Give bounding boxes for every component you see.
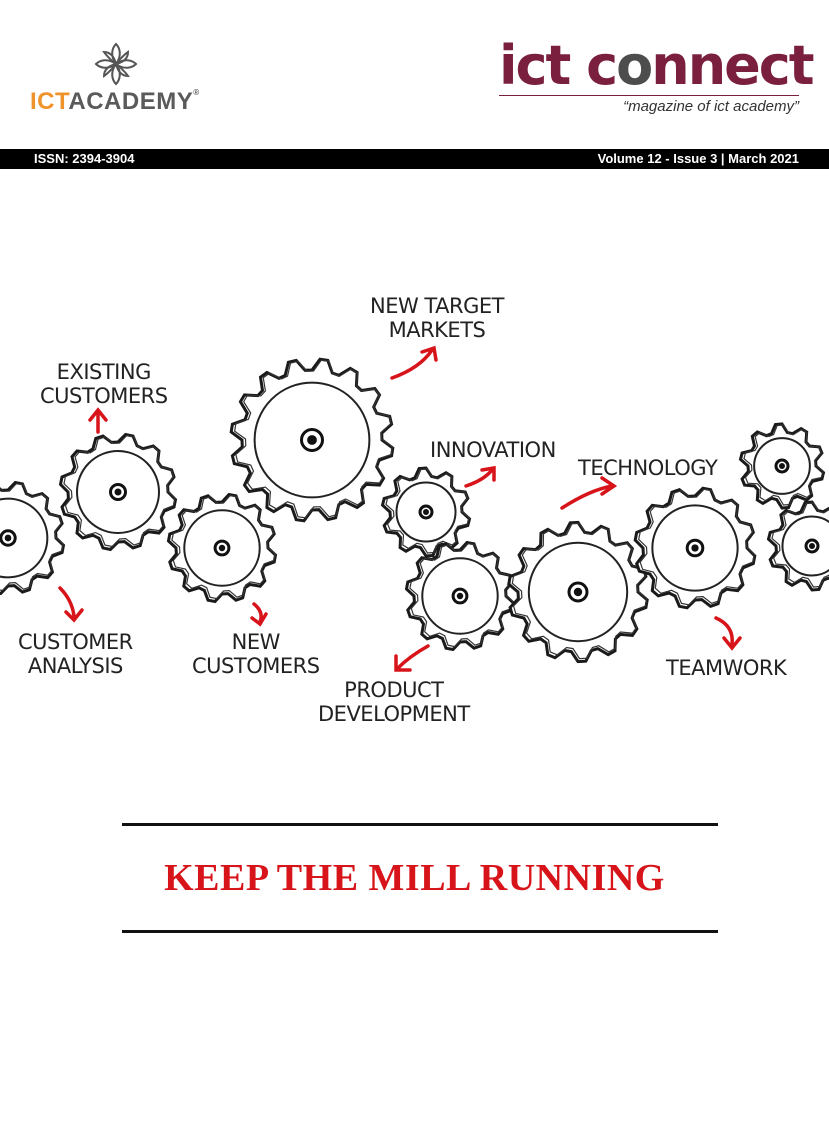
label-new-target-markets: NEW TARGET MARKETS [370,294,504,342]
gears-drawing [0,345,829,672]
arrow-existing-customers [88,407,108,434]
arrow-new-customers [250,602,268,627]
leaf-emblem-icon [94,42,138,86]
gear-large-center [229,357,395,523]
issue-info: Volume 12 - Issue 3 | March 2021 [597,151,799,166]
gear-new-customers [166,492,278,604]
label-product-development: PRODUCT DEVELOPMENT [318,678,470,726]
gear-technology [507,520,649,664]
label-customer-analysis: CUSTOMER ANALYSIS [18,630,133,678]
gear-top-right [738,422,826,510]
label-technology: TECHNOLOGY [578,456,718,480]
gear-existing-customers [58,432,178,552]
headline-rule-bottom [122,930,718,933]
logo-underline [499,95,799,96]
issn-number: ISSN: 2394-3904 [34,151,135,166]
issue-bar: ISSN: 2394-3904 Volume 12 - Issue 3 | Ma… [0,149,829,169]
ict-academy-wordmark: ICTACADEMY® [30,88,200,115]
article-headline: KEEP THE MILL RUNNING [164,857,665,899]
gear-far-left [0,480,66,596]
gears-illustration: EXISTING CUSTOMERS NEW TARGET MARKETS IN… [0,280,829,730]
arrow-innovation [464,465,496,488]
arrow-product-development [394,644,430,672]
gear-product-development [404,540,516,652]
ict-connect-wordmark: ict connect [499,34,815,97]
arrow-new-target-markets [390,345,438,380]
ict-academy-logo: ICTACADEMY® [30,40,210,120]
arrow-teamwork [714,616,742,651]
arrow-customer-analysis [58,586,84,623]
label-teamwork: TEAMWORK [666,656,787,680]
headline-rule-top [122,823,718,826]
ict-connect-logo: ict connect “magazine of ict academy” [499,34,815,116]
gear-right-edge [766,500,829,592]
gear-innovation [380,466,472,558]
label-existing-customers: EXISTING CUSTOMERS [40,360,168,408]
label-innovation: INNOVATION [430,438,556,462]
label-new-customers: NEW CUSTOMERS [192,630,320,678]
magazine-tagline: “magazine of ict academy” [623,98,799,115]
arrow-technology [560,476,618,510]
gear-teamwork [633,486,757,610]
